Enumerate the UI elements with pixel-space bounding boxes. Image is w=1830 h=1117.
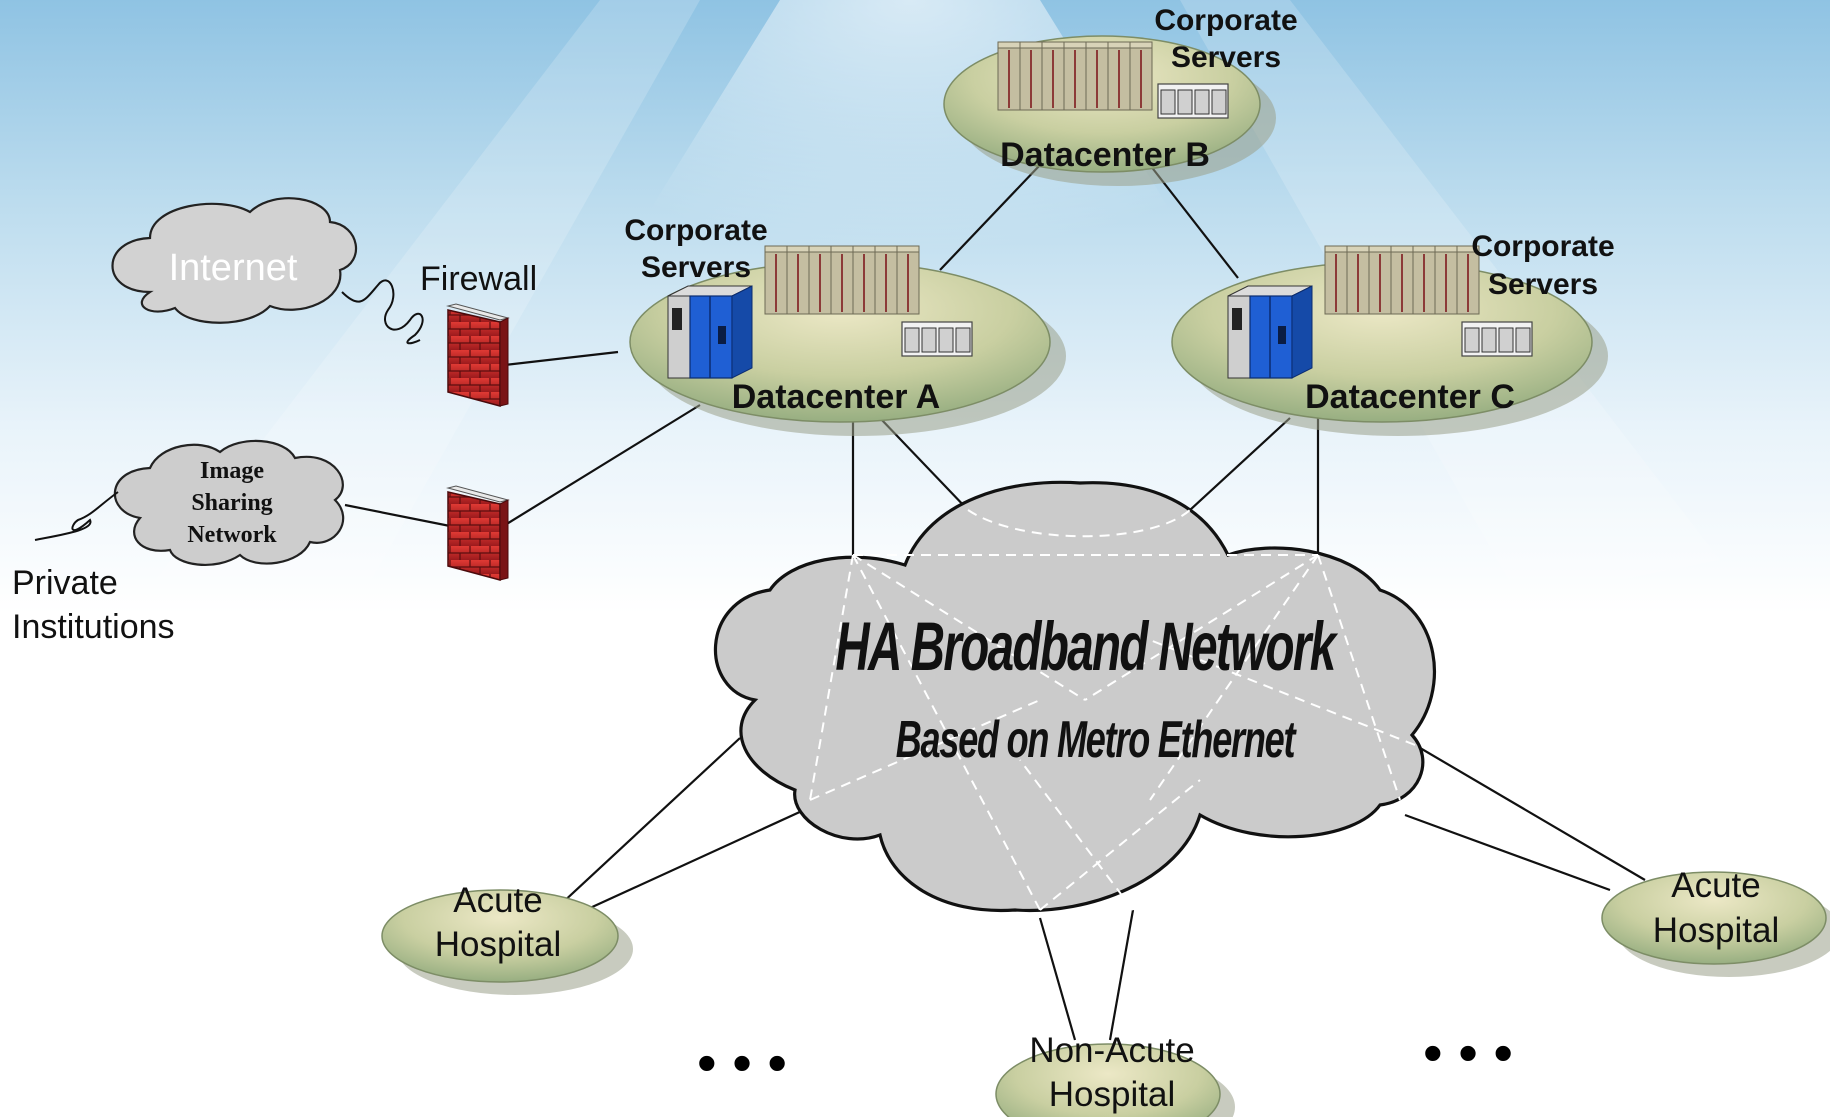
image-sharing-network-cloud[interactable]: Image Sharing Network <box>113 439 345 567</box>
corporate-servers-label-c-1: Corporate <box>1471 230 1614 263</box>
firewall-label: Firewall <box>420 260 537 298</box>
image-sharing-label-1: Image <box>200 458 264 484</box>
datacenter-c-label: Datacenter C <box>1305 378 1515 416</box>
datacenter-a-label: Datacenter A <box>732 378 940 416</box>
datacenter-b-label: Datacenter B <box>1000 136 1210 174</box>
acute-hospital-left-node[interactable]: Acute Hospital <box>381 881 633 995</box>
datacenter-a-node[interactable]: Datacenter A <box>629 245 1066 436</box>
corporate-servers-label-a-1: Corporate <box>624 214 767 247</box>
ha-broadband-network-cloud[interactable]: HA Broadband Network Based on Metro Ethe… <box>713 480 1437 913</box>
corporate-servers-label-b-2: Servers <box>1171 41 1281 74</box>
acute-hospital-label-2: Hospital <box>435 925 561 964</box>
datacenter-b-node[interactable]: Datacenter B <box>943 35 1276 186</box>
ellipsis-right: • • • <box>1423 1021 1513 1084</box>
corporate-servers-icon <box>901 321 973 357</box>
acute-hospital-label-1: Acute <box>1671 866 1761 905</box>
corporate-servers-label-c-2: Servers <box>1488 268 1598 301</box>
non-acute-hospital-label-2: Hospital <box>1049 1075 1175 1114</box>
rack-servers-icon <box>1324 245 1480 315</box>
connection-lines <box>344 164 1646 1041</box>
corporate-servers-label-a-2: Servers <box>641 251 751 284</box>
rack-servers-icon <box>764 245 920 315</box>
non-acute-hospital-label-1: Non-Acute <box>1029 1031 1194 1070</box>
private-link-squiggle <box>34 491 119 541</box>
acute-hospital-label-1: Acute <box>453 881 543 920</box>
network-subtitle: Based on Metro Ethernet <box>896 712 1297 769</box>
acute-hospital-label-2: Hospital <box>1653 911 1779 950</box>
image-sharing-label-3: Network <box>187 522 277 548</box>
corporate-servers-icon <box>1461 321 1533 357</box>
internet-cloud[interactable]: Internet <box>111 197 358 324</box>
firewall-icon <box>446 485 510 581</box>
network-title: HA Broadband Network <box>835 610 1338 685</box>
rack-servers-icon <box>997 41 1153 111</box>
internet-label: Internet <box>169 247 298 289</box>
non-acute-hospital-node[interactable]: Non-Acute Hospital <box>995 1031 1235 1117</box>
mainframe-server-icon <box>667 285 753 379</box>
corporate-servers-icon <box>1157 83 1229 119</box>
image-sharing-label-2: Sharing <box>191 490 272 516</box>
acute-hospital-right-node[interactable]: Acute Hospital <box>1601 866 1830 977</box>
mesh-links <box>809 509 1416 911</box>
corporate-servers-label-b-1: Corporate <box>1154 4 1297 37</box>
internet-link-squiggle <box>341 279 424 345</box>
mainframe-server-icon <box>1227 285 1313 379</box>
private-institutions-label-2: Institutions <box>12 608 175 646</box>
private-institutions-label-1: Private <box>12 564 118 602</box>
firewall-icon <box>446 303 510 407</box>
ellipsis-left: • • • <box>697 1031 787 1094</box>
datacenter-c-node[interactable]: Datacenter C <box>1171 245 1608 436</box>
